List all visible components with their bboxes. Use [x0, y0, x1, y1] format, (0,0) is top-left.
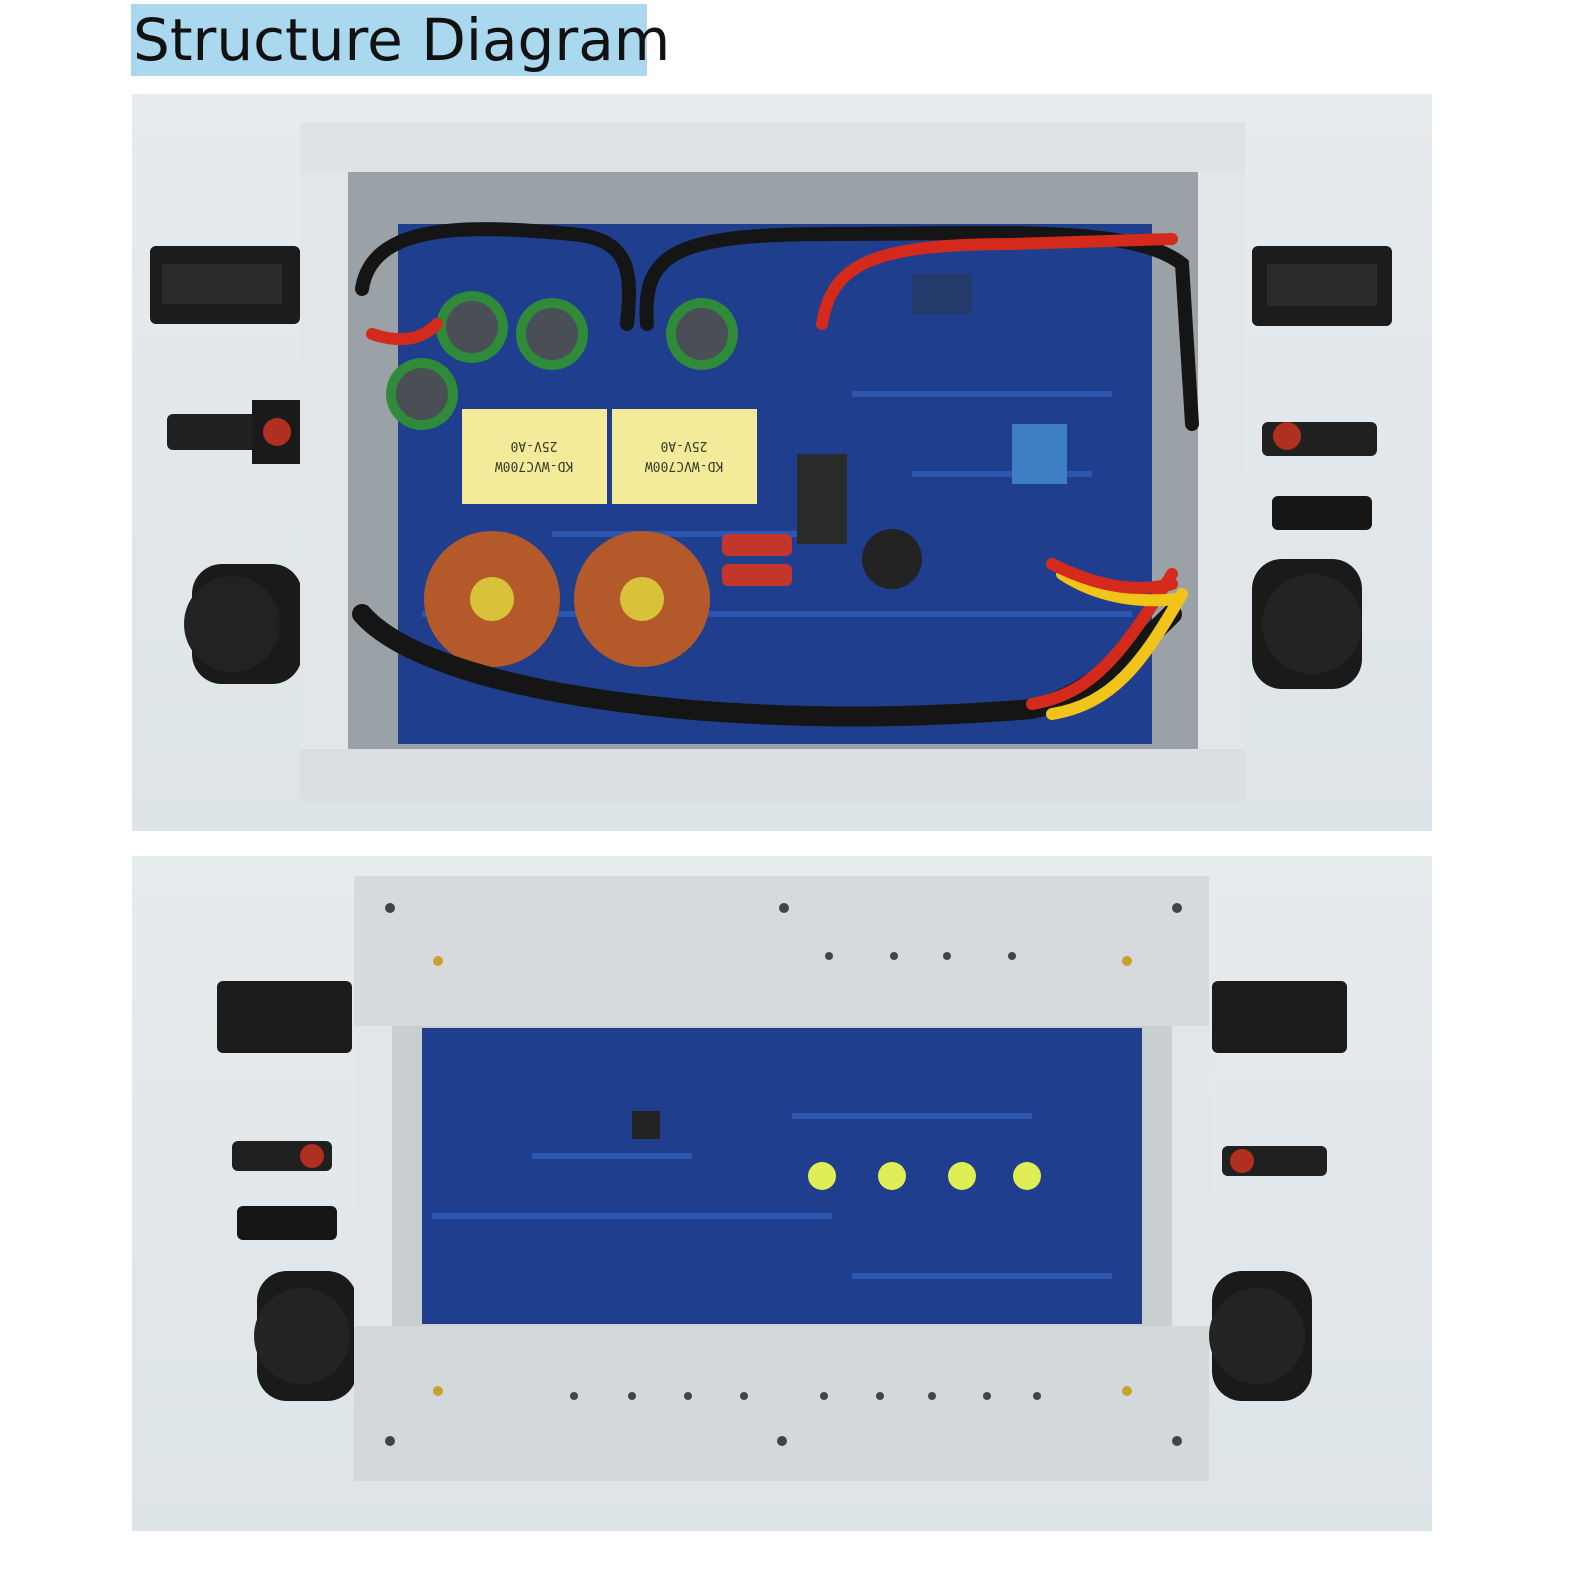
inverter-rear-illustration	[217, 876, 1347, 1481]
toroid-coils	[424, 531, 710, 667]
capacitors	[386, 291, 738, 430]
right-connectors	[1252, 246, 1392, 689]
transformer-2-label-line2: 25V-A0	[661, 438, 708, 453]
right-connectors-rear	[1209, 981, 1347, 1401]
pcb-test-pads	[808, 1162, 1041, 1190]
transformer-1-label-line2: 25V-A0	[511, 438, 558, 453]
inverter-open-illustration: KD-WVC700W 25V-A0 KD-WVC700W 25V-A0	[150, 122, 1392, 802]
left-connectors	[150, 246, 302, 684]
title-banner: Structure Diagram	[131, 4, 671, 76]
left-connectors-rear	[217, 981, 357, 1401]
transformers: KD-WVC700W 25V-A0 KD-WVC700W 25V-A0	[462, 409, 757, 504]
photo-bottom-rear-side	[132, 856, 1432, 1531]
page-title: Structure Diagram	[133, 6, 671, 74]
photo-top-component-side: KD-WVC700W 25V-A0 KD-WVC700W 25V-A0	[132, 94, 1432, 831]
transformer-2-label-line1: KD-WVC700W	[645, 458, 723, 473]
transformer-1-label-line1: KD-WVC700W	[495, 458, 573, 473]
screw-holes	[385, 903, 1182, 1446]
wires	[352, 222, 1199, 727]
